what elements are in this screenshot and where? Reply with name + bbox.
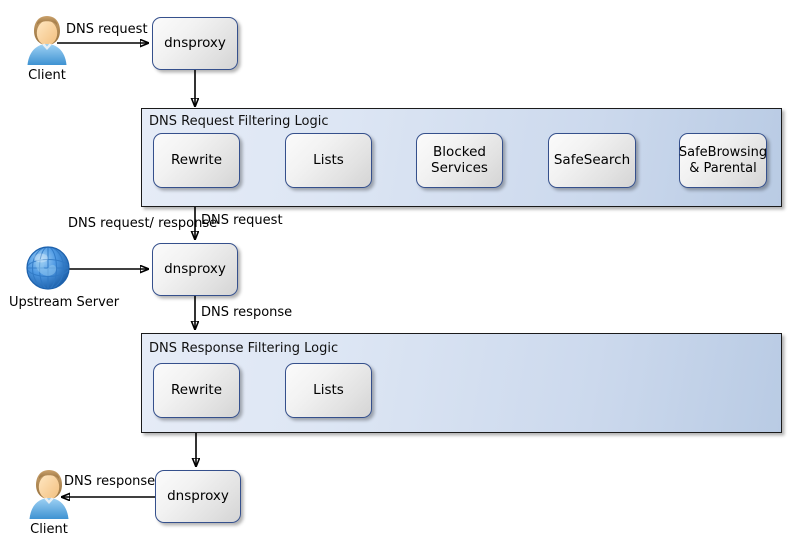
caption-upstream-server: Upstream Server [9, 295, 119, 310]
stage-blocked-services-label-1: Blocked [433, 143, 486, 160]
stage-rewrite-response[interactable]: Rewrite [153, 363, 240, 418]
stage-rewrite-label: Rewrite [170, 151, 223, 168]
stage-rewrite-response-label: Rewrite [170, 381, 223, 398]
caption-upstream-line2: Server [76, 295, 120, 310]
group-response-filtering [141, 333, 782, 433]
stage-blocked-services[interactable]: Blocked Services [416, 133, 503, 188]
dnsproxy-bottom-label: dnsproxy [167, 487, 229, 504]
stage-safebrowsing-parental-label-1: SafeBrowsing [678, 145, 768, 161]
stage-blocked-services-label-2: Services [431, 159, 488, 176]
avatar-client-bottom [26, 468, 72, 520]
stage-lists-response-label: Lists [313, 381, 344, 398]
group-response-filtering-title: DNS Response Filtering Logic [149, 341, 339, 356]
label-upstream-exchange-line3: response [158, 216, 218, 231]
label-proxy-to-client: DNS response [64, 474, 156, 489]
stage-lists-label: Lists [313, 151, 344, 168]
caption-client-top: Client [28, 68, 66, 83]
dnsproxy-top[interactable]: dnsproxy [152, 17, 238, 70]
stage-safebrowsing-parental-label-2: & Parental [689, 160, 757, 176]
label-upstream-exchange-line2: request/ [100, 216, 154, 231]
label-upstream-exchange-line1: DNS [68, 216, 96, 231]
avatar-client-top [24, 14, 70, 66]
dnsproxy-bottom[interactable]: dnsproxy [155, 470, 241, 523]
stage-lists[interactable]: Lists [285, 133, 372, 188]
globe-icon [23, 243, 73, 293]
label-upstream-exchange: DNS request/ response [68, 216, 217, 232]
label-proxy-to-request-filter: DNS request [201, 213, 283, 228]
stage-safesearch-label: SafeSearch [553, 151, 631, 168]
caption-upstream-line1: Upstream [9, 295, 73, 310]
label-client-to-proxy: DNS request [66, 22, 148, 37]
dnsproxy-top-label: dnsproxy [164, 34, 226, 51]
group-request-filtering-title: DNS Request Filtering Logic [149, 114, 329, 129]
caption-client-bottom: Client [30, 522, 68, 537]
stage-safebrowsing-parental[interactable]: SafeBrowsing & Parental [679, 133, 767, 188]
stage-lists-response[interactable]: Lists [285, 363, 372, 418]
dnsproxy-middle[interactable]: dnsproxy [152, 243, 238, 296]
label-proxy-to-response-filter: DNS response [201, 305, 293, 320]
stage-rewrite[interactable]: Rewrite [153, 133, 240, 188]
stage-safesearch[interactable]: SafeSearch [548, 133, 636, 188]
dnsproxy-middle-label: dnsproxy [164, 260, 226, 277]
